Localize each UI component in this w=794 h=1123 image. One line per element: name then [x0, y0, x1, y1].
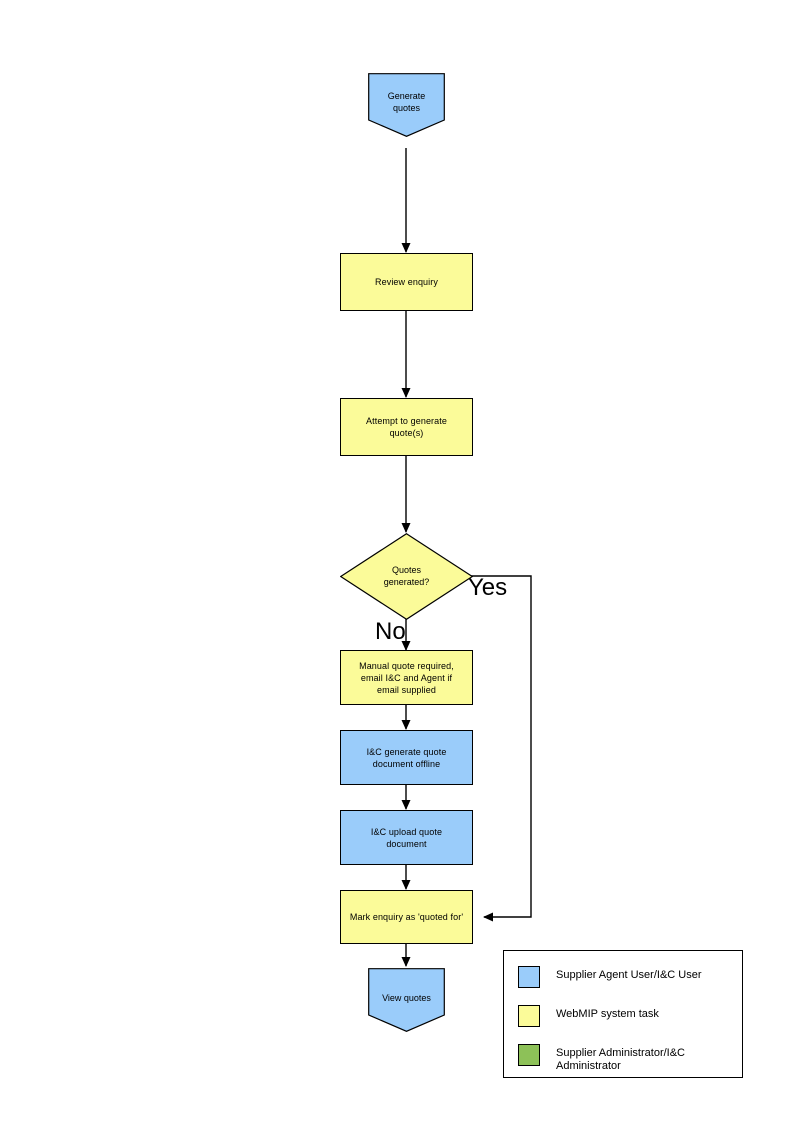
legend-swatch-blue: [518, 966, 540, 988]
legend-panel: Supplier Agent User/I&C User WebMIP syst…: [503, 950, 743, 1078]
branch-label-no: No: [375, 618, 406, 645]
node-manual-quote-required[interactable]: Manual quote required, email I&C and Age…: [340, 650, 473, 705]
node-view-quotes[interactable]: View quotes: [368, 968, 445, 1032]
node-label: Quotes generated?: [383, 565, 430, 587]
edge-decision-yes-to-mark: [465, 575, 532, 922]
node-generate-quotes[interactable]: Generate quotes: [368, 73, 445, 137]
pentagon-shape: [368, 73, 445, 137]
node-label: Manual quote required, email I&C and Age…: [359, 660, 454, 695]
legend-swatch-yellow: [518, 1005, 540, 1027]
node-ic-generate-quote-offline[interactable]: I&C generate quote document offline: [340, 730, 473, 785]
node-label: View quotes: [382, 993, 431, 1003]
pentagon-shape: [368, 968, 445, 1032]
node-label: Review enquiry: [375, 277, 438, 287]
node-review-enquiry[interactable]: Review enquiry: [340, 253, 473, 311]
node-ic-upload-quote-document[interactable]: I&C upload quote document: [340, 810, 473, 865]
node-label: Attempt to generate quote(s): [366, 416, 447, 438]
legend-label: Supplier Administrator/I&C Administrator: [556, 1047, 685, 1072]
node-decision-quotes-generated[interactable]: Quotes generated?: [340, 533, 473, 620]
node-label: I&C generate quote document offline: [366, 746, 447, 769]
legend-label: Supplier Agent User/I&C User: [556, 969, 702, 981]
branch-label-yes: Yes: [468, 574, 508, 601]
legend-item-webmip-system-task: WebMIP system task: [518, 1005, 659, 1027]
node-label: Mark enquiry as 'quoted for': [349, 912, 464, 922]
legend-swatch-green: [518, 1044, 540, 1066]
node-mark-enquiry-quoted-for[interactable]: Mark enquiry as 'quoted for': [340, 890, 473, 944]
legend-label: WebMIP system task: [556, 1008, 659, 1020]
node-attempt-generate-quotes[interactable]: Attempt to generate quote(s): [340, 398, 473, 456]
node-label: I&C upload quote document: [370, 826, 443, 849]
node-label: Generate quotes: [387, 91, 426, 113]
diamond-shape: [340, 533, 473, 620]
legend-item-supplier-administrator: Supplier Administrator/I&C Administrator: [518, 1044, 685, 1073]
legend-item-supplier-agent-user: Supplier Agent User/I&C User: [518, 966, 702, 988]
